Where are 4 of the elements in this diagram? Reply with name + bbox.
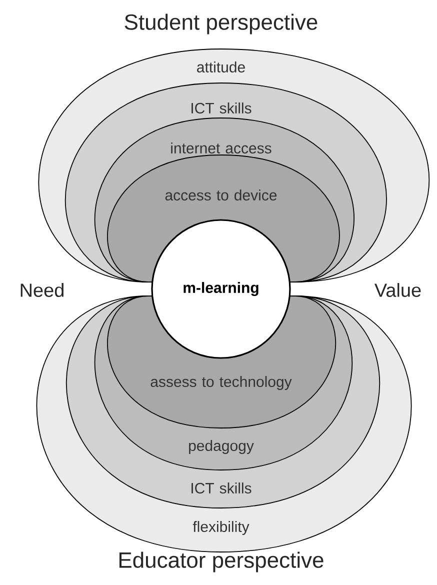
- heading-label: Student perspective: [124, 14, 318, 34]
- heading-label: Need: [20, 283, 64, 297]
- heading-label: Value: [374, 283, 421, 297]
- heading-label: Educator perspective: [119, 552, 324, 572]
